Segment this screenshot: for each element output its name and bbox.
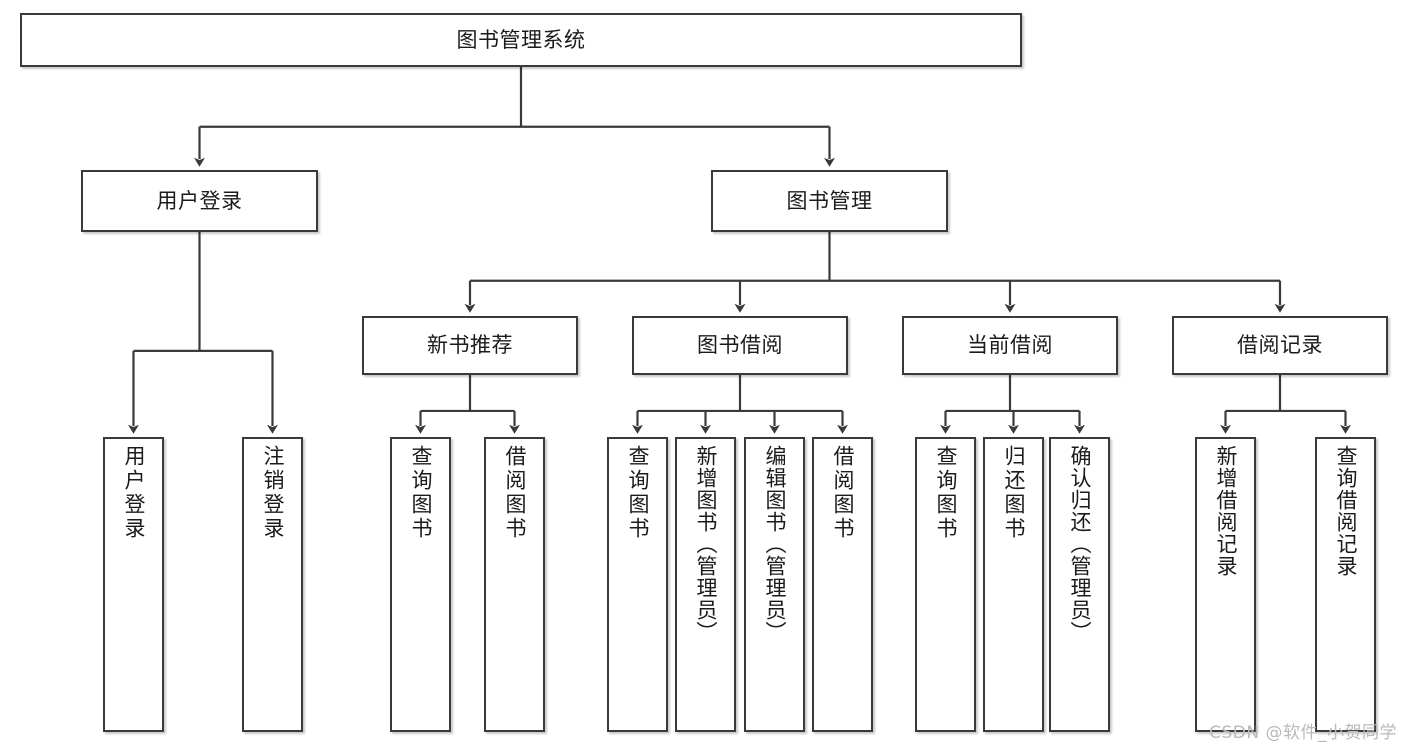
node-book-manage[interactable]: 图书管理 xyxy=(711,170,948,232)
node-new-book-recommend[interactable]: 新书推荐 xyxy=(362,316,578,375)
node-leaf-edit-book-label: 编辑图书（管理员） xyxy=(763,445,787,643)
node-leaf-add-book[interactable]: 新增图书（管理员） xyxy=(675,437,736,732)
node-leaf-borrow-book-2[interactable]: 借阅图书 xyxy=(812,437,873,732)
node-leaf-user-login[interactable]: 用户登录 xyxy=(103,437,164,732)
node-book-manage-label: 图书管理 xyxy=(786,188,873,213)
node-leaf-add-record[interactable]: 新增借阅记录 xyxy=(1195,437,1256,732)
node-borrow-record-label: 借阅记录 xyxy=(1237,333,1323,358)
node-leaf-query-book-2[interactable]: 查询图书 xyxy=(607,437,668,732)
node-root-label: 图书管理系统 xyxy=(456,27,586,52)
node-leaf-add-book-label: 新增图书（管理员） xyxy=(694,445,718,643)
watermark-credit: CSDN @软件_小贺同学 xyxy=(1209,723,1397,743)
node-book-borrow-label: 图书借阅 xyxy=(697,333,783,358)
node-root[interactable]: 图书管理系统 xyxy=(20,13,1022,67)
node-leaf-query-book-1[interactable]: 查询图书 xyxy=(390,437,451,732)
node-new-book-recommend-label: 新书推荐 xyxy=(427,333,513,358)
node-leaf-query-book-3-label: 查询图书 xyxy=(934,445,958,541)
node-leaf-confirm-return-label: 确认归还（管理员） xyxy=(1068,445,1092,643)
node-leaf-query-book-1-label: 查询图书 xyxy=(409,445,433,541)
node-leaf-add-record-label: 新增借阅记录 xyxy=(1214,445,1238,577)
node-leaf-user-login-label: 用户登录 xyxy=(122,445,146,541)
node-leaf-return-book-label: 归还图书 xyxy=(1002,445,1026,541)
node-leaf-borrow-book-1-label: 借阅图书 xyxy=(503,445,527,541)
node-leaf-query-record-label: 查询借阅记录 xyxy=(1334,445,1358,577)
node-leaf-edit-book[interactable]: 编辑图书（管理员） xyxy=(744,437,805,732)
node-borrow-record[interactable]: 借阅记录 xyxy=(1172,316,1388,375)
node-leaf-query-book-2-label: 查询图书 xyxy=(626,445,650,541)
node-current-borrow-label: 当前借阅 xyxy=(967,333,1053,358)
node-user-login[interactable]: 用户登录 xyxy=(81,170,318,232)
node-leaf-return-book[interactable]: 归还图书 xyxy=(983,437,1044,732)
node-leaf-confirm-return[interactable]: 确认归还（管理员） xyxy=(1049,437,1110,732)
node-leaf-query-book-3[interactable]: 查询图书 xyxy=(915,437,976,732)
node-leaf-user-logout-label: 注销登录 xyxy=(261,445,285,541)
node-leaf-borrow-book-2-label: 借阅图书 xyxy=(831,445,855,541)
node-leaf-user-logout[interactable]: 注销登录 xyxy=(242,437,303,732)
node-leaf-borrow-book-1[interactable]: 借阅图书 xyxy=(484,437,545,732)
node-leaf-query-record[interactable]: 查询借阅记录 xyxy=(1315,437,1376,732)
node-current-borrow[interactable]: 当前借阅 xyxy=(902,316,1118,375)
node-user-login-label: 用户登录 xyxy=(156,188,243,213)
node-book-borrow[interactable]: 图书借阅 xyxy=(632,316,848,375)
